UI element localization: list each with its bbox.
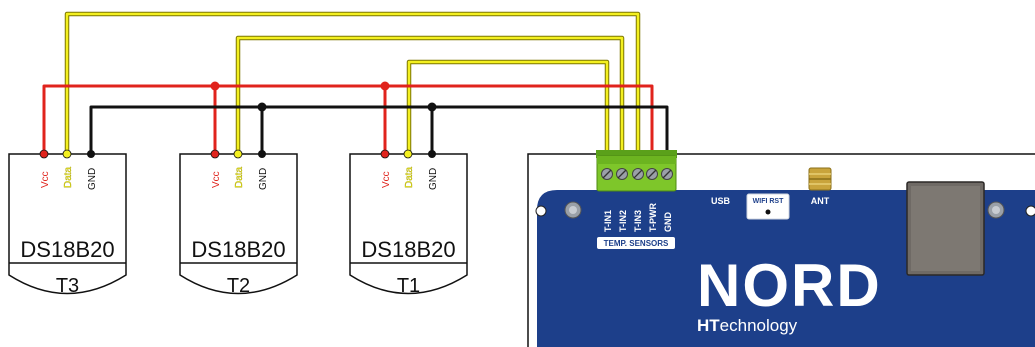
controller-board: T-IN1 T-IN2 T-IN3 T-PWR GND TEMP. SENSOR… <box>527 150 1035 347</box>
pin-label-gnd: GND <box>87 168 98 190</box>
pin-label-data: Data <box>234 166 245 188</box>
sensor-t2: Vcc Data GND DS18B20 T2 <box>179 149 298 297</box>
temp-sensors-label: TEMP. SENSORS <box>604 239 669 248</box>
wifi-rst-button <box>746 193 790 220</box>
wire-data-t3 <box>64 11 641 154</box>
gnd-junction <box>257 102 267 112</box>
pin-label-data: Data <box>404 166 415 188</box>
sensor-t1: Vcc Data GND DS18B20 T1 <box>349 149 468 297</box>
brand-text: HTechnology <box>697 316 798 335</box>
sensor-id: T3 <box>56 275 79 297</box>
wires <box>42 11 669 154</box>
sensor-id: T2 <box>227 275 250 297</box>
sensor-name: DS18B20 <box>361 237 455 262</box>
wifi-rst-label: WIFI RST <box>753 198 784 205</box>
nord-logo: NORD HTechnology <box>697 252 882 335</box>
pin-label-vcc: Vcc <box>40 171 51 188</box>
wire-data-t2 <box>235 35 625 154</box>
screw-icon <box>601 168 673 180</box>
pin-label-gnd: GND <box>428 168 439 190</box>
terminal-label-gnd: GND <box>663 212 673 233</box>
wire-gnd-bus <box>89 105 669 154</box>
pin-label-vcc: Vcc <box>381 171 392 188</box>
pin-label-vcc: Vcc <box>211 171 222 188</box>
sensor-name: DS18B20 <box>20 237 114 262</box>
terminal-label-t-in3: T-IN3 <box>633 210 643 232</box>
vcc-junction <box>210 81 220 91</box>
temp-sensors-badge <box>597 237 675 249</box>
vcc-junction <box>380 81 390 91</box>
reset-hole-icon <box>765 209 771 215</box>
antenna-connector-icon <box>808 167 832 191</box>
terminal-block <box>596 150 677 192</box>
usb-label: USB <box>711 196 731 206</box>
pin-label-gnd: GND <box>258 168 269 190</box>
module-socket <box>906 181 985 276</box>
logo-text: NORD <box>697 252 882 319</box>
pin-label-data: Data <box>63 166 74 188</box>
terminal-label-t-pwr: T-PWR <box>648 203 658 232</box>
terminal-label-t-in1: T-IN1 <box>603 210 613 232</box>
sensor-name: DS18B20 <box>191 237 285 262</box>
sensor-t3: Vcc Data GND DS18B20 T3 <box>8 149 127 297</box>
terminal-label-t-in2: T-IN2 <box>618 210 628 232</box>
ant-label: ANT <box>811 196 830 206</box>
wire-vcc-bus <box>42 84 654 154</box>
sensor-id: T1 <box>397 275 420 297</box>
gnd-junction <box>427 102 437 112</box>
